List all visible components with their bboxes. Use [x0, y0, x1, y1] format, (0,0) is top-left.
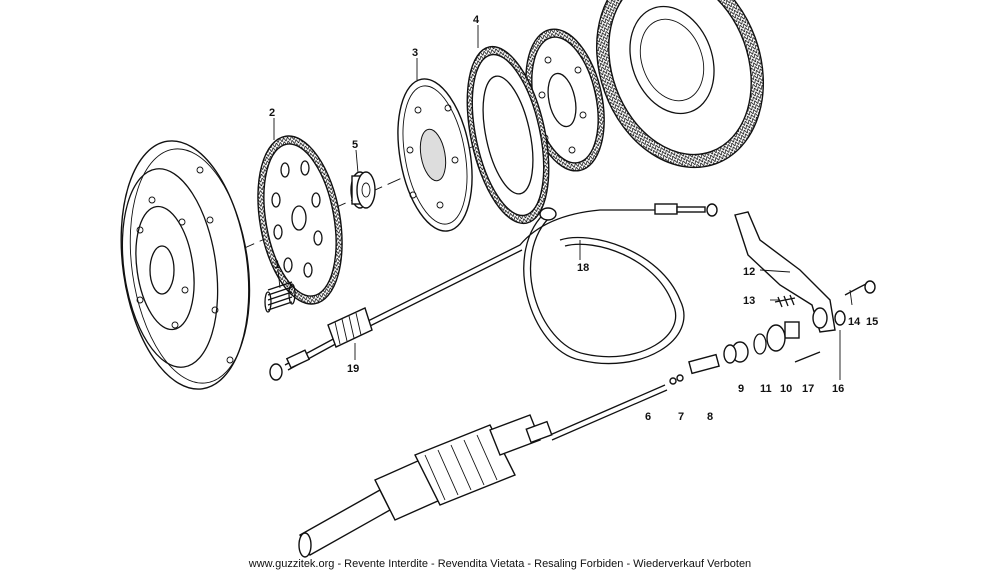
- label-10: 10: [780, 383, 792, 395]
- label-8: 8: [707, 411, 713, 423]
- label-9: 9: [738, 383, 744, 395]
- label-15: 15: [866, 316, 878, 328]
- leader-lines: [273, 25, 853, 380]
- part-labels: 2 3 4 5 1 18 12 13 14 15 19 6 7 8 9 11 1…: [269, 14, 878, 423]
- label-16: 16: [832, 383, 844, 395]
- label-14: 14: [848, 316, 861, 328]
- intermediate-plate-part-2: [257, 135, 343, 305]
- label-17: 17: [802, 383, 814, 395]
- clutch-cable-part-18: [269, 203, 718, 381]
- pressure-plate-part-3: [397, 78, 473, 232]
- label-13: 13: [743, 295, 755, 307]
- label-6: 6: [645, 411, 651, 423]
- label-4: 4: [473, 14, 480, 26]
- label-19: 19: [347, 363, 359, 375]
- flywheel-ring-gear: [595, 0, 765, 169]
- label-3: 3: [412, 47, 418, 59]
- label-11: 11: [760, 383, 772, 395]
- engine-flywheel: [120, 140, 251, 390]
- friction-disc-part-4: [466, 45, 550, 225]
- label-5: 5: [352, 139, 358, 151]
- spring-part-1: [264, 281, 296, 313]
- hub-part-5: [350, 171, 376, 209]
- label-18: 18: [577, 262, 589, 274]
- label-2: 2: [269, 107, 275, 119]
- label-7: 7: [678, 411, 684, 423]
- label-1: 1: [274, 259, 280, 271]
- label-12: 12: [743, 266, 755, 278]
- gearbox-mainshaft: [298, 414, 553, 558]
- watermark-footer: www.guzzitek.org - Revente Interdite - R…: [248, 558, 752, 570]
